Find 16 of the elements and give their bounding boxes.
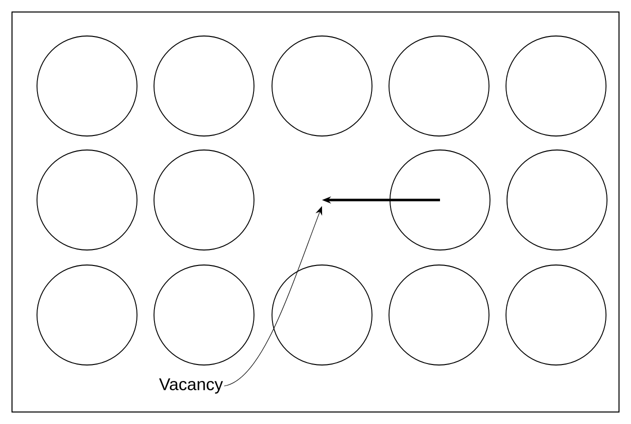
atom-circle [390, 150, 490, 250]
label-text: Vacancy [159, 378, 223, 394]
atom-circle [506, 264, 606, 366]
atom-circle [36, 36, 138, 136]
atom-circle [388, 264, 490, 366]
atom-circle [506, 150, 608, 250]
leader-line [224, 206, 322, 386]
atom-circle [36, 150, 138, 250]
atom-circle [154, 150, 254, 250]
atom-circle [272, 36, 372, 136]
atom-circle [506, 36, 606, 136]
atom-circle [154, 36, 254, 136]
atom-circle [154, 264, 254, 366]
atom-circle [272, 264, 372, 366]
atom-circle [36, 264, 138, 366]
atom-circle [388, 36, 490, 136]
